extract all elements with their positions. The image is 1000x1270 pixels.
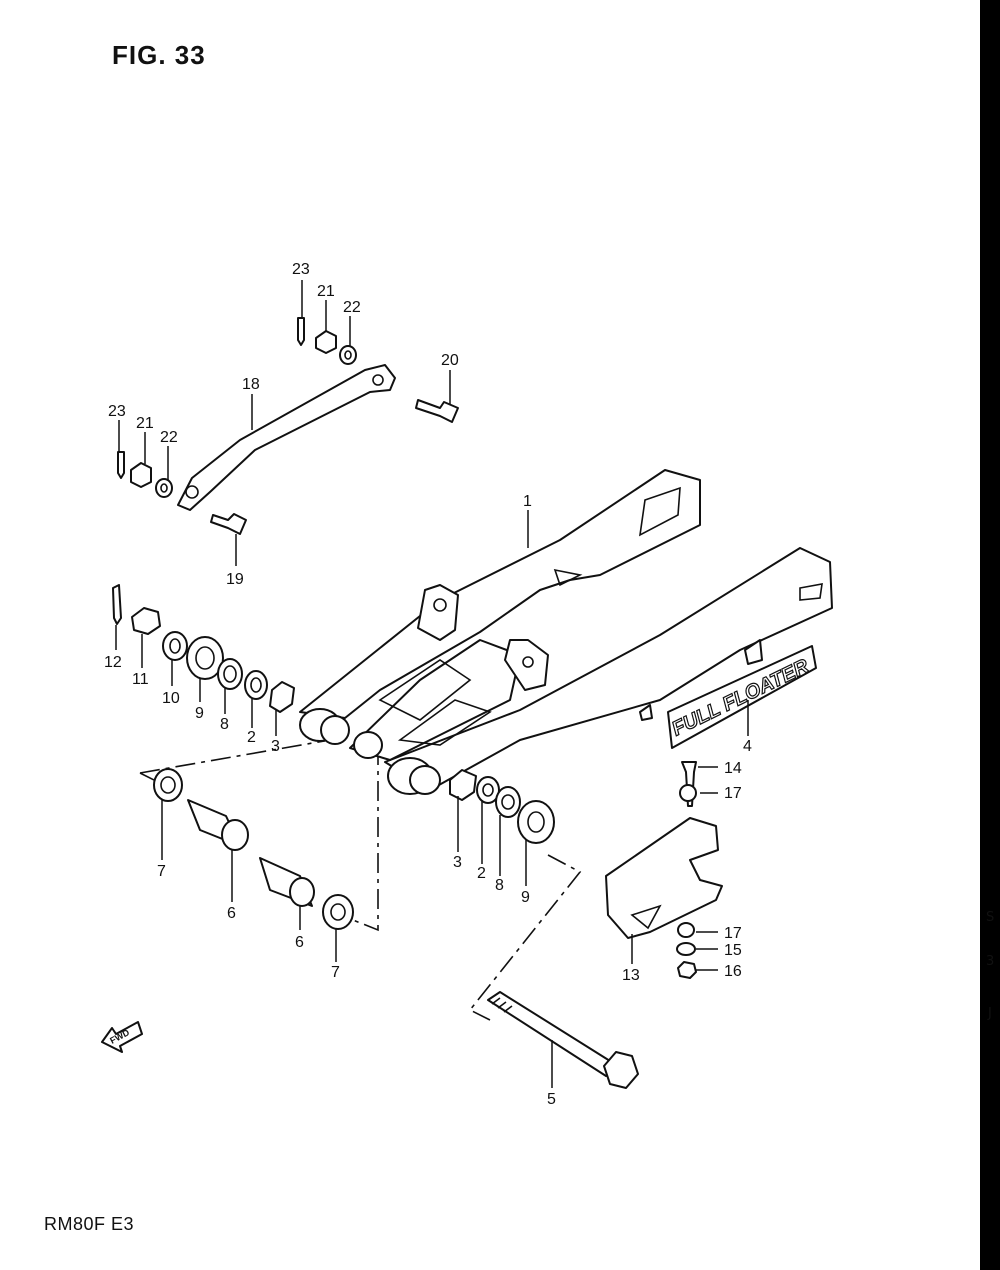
hardware-parts [101, 317, 723, 1089]
callout-11: 11 [132, 671, 149, 688]
swingarm-assembly [299, 469, 833, 795]
callout-8: 8 [220, 716, 229, 733]
edge-mark: J [988, 1006, 992, 1021]
callout-7: 7 [157, 863, 166, 880]
callout-16: 16 [724, 963, 742, 980]
callout-3: 3 [271, 738, 280, 755]
edge-mark: S [986, 910, 995, 925]
callout-12: 12 [104, 654, 122, 671]
callout-2: 2 [247, 729, 256, 746]
callout-23: 23 [108, 403, 126, 420]
callout-8: 8 [495, 877, 504, 894]
figure-title: FIG. 33 [112, 40, 206, 70]
callout-21: 21 [136, 415, 154, 432]
callout-3: 3 [453, 854, 462, 871]
callout-2: 2 [477, 865, 486, 882]
callout-18: 18 [242, 376, 260, 393]
callout-10: 10 [162, 690, 180, 707]
callout-20: 20 [441, 352, 459, 369]
callout-6: 6 [227, 905, 236, 922]
callout-1: 1 [523, 493, 532, 510]
callout-13: 13 [622, 967, 640, 984]
callout-7: 7 [331, 964, 340, 981]
callout-14: 14 [724, 760, 742, 777]
callout-5: 5 [547, 1091, 556, 1108]
callout-22: 22 [343, 299, 361, 316]
torque-rod [177, 364, 396, 511]
edge-mark: 3 [986, 954, 995, 969]
callout-19: 19 [226, 571, 244, 588]
axis-lines [139, 739, 582, 1021]
callout-4: 4 [743, 738, 752, 755]
leader-lines [115, 280, 749, 1088]
callout-23: 23 [292, 261, 310, 278]
callout-6: 6 [295, 934, 304, 951]
callout-9: 9 [195, 705, 204, 722]
callout-21: 21 [317, 283, 335, 300]
callout-15: 15 [724, 942, 742, 959]
callout-9: 9 [521, 889, 530, 906]
page-edge-bar [980, 0, 1000, 1270]
callout-17: 17 [724, 925, 742, 942]
model-code: RM80F E3 [44, 1214, 135, 1234]
callout-17: 17 [724, 785, 742, 802]
callout-labels: 23 21 22 20 18 23 21 22 19 1 12 11 10 9 … [104, 261, 752, 1108]
callout-22: 22 [160, 429, 178, 446]
